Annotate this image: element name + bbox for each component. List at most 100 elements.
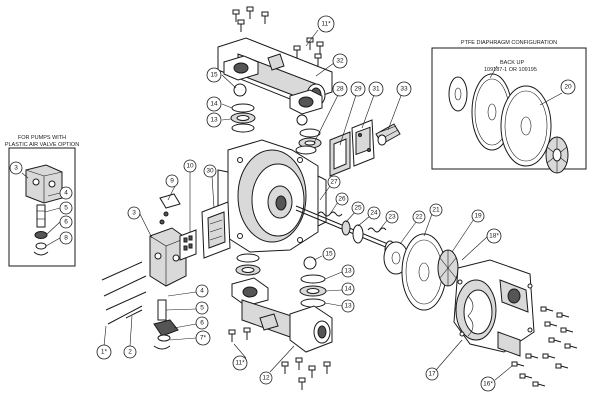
callout-4-inset: 4 xyxy=(59,186,73,200)
svg-text:23: 23 xyxy=(388,214,396,221)
callout-1s: 1* xyxy=(96,344,112,360)
callout-17: 17 xyxy=(425,367,439,381)
svg-text:26: 26 xyxy=(338,196,346,203)
svg-text:16*: 16* xyxy=(483,381,493,388)
center-section xyxy=(217,139,327,253)
pin xyxy=(125,309,143,319)
bolt xyxy=(281,361,289,374)
cap xyxy=(153,319,179,337)
bolt xyxy=(525,353,539,359)
o-ring xyxy=(300,274,326,284)
lower-seat-stack xyxy=(299,256,327,308)
inset-cap xyxy=(34,231,48,239)
top-bolts xyxy=(232,6,324,66)
inset-air-valve-edges xyxy=(25,169,63,203)
svg-text:17: 17 xyxy=(428,371,436,378)
svg-text:20: 20 xyxy=(564,84,572,91)
svg-text:6: 6 xyxy=(64,219,68,226)
callout-11s-bot: 11* xyxy=(232,355,248,371)
ptfe-diaphragm-inset: PTFE DIAPHRAGM CONFIGURATION BACK UP 109… xyxy=(431,40,587,174)
callout-25: 25 xyxy=(351,201,365,215)
bolt xyxy=(306,37,314,50)
tie-rod xyxy=(103,275,147,297)
check-ball xyxy=(303,256,317,270)
svg-text:31: 31 xyxy=(372,86,380,93)
tie-rod xyxy=(107,305,143,325)
bolt xyxy=(232,9,240,22)
callout-33: 33 xyxy=(396,81,412,97)
spool xyxy=(157,299,167,321)
bolt xyxy=(519,373,533,379)
bolt xyxy=(548,337,562,343)
o-ring xyxy=(300,298,326,308)
bottom-bolts xyxy=(228,327,331,390)
callout-18s: 18* xyxy=(486,228,502,244)
callout-24: 24 xyxy=(367,206,381,220)
svg-text:5: 5 xyxy=(200,305,204,312)
inset-valve-port-2 xyxy=(48,180,56,188)
bolt xyxy=(556,312,570,318)
callout-4-main: 4 xyxy=(195,284,209,298)
callout-22: 22 xyxy=(412,210,426,224)
o-ring-28 xyxy=(295,145,317,155)
callout-28: 28 xyxy=(332,81,348,97)
o-ring xyxy=(299,128,321,138)
inset-left-line2: PLASTIC AIR VALVE OPTION xyxy=(5,142,79,148)
svg-text:4: 4 xyxy=(64,190,68,197)
bolt xyxy=(323,361,331,374)
inset-valve-port-1 xyxy=(32,178,40,186)
svg-text:14: 14 xyxy=(210,101,218,108)
inset-left-line1: FOR PUMPS WITH xyxy=(18,135,66,141)
callout-31: 31 xyxy=(368,81,384,97)
callout-3-inset: 3 xyxy=(9,161,23,175)
bottom-manifold xyxy=(231,277,333,353)
bolt xyxy=(511,361,525,367)
callout-27: 27 xyxy=(327,175,341,189)
inset-right-title: PTFE DIAPHRAGM CONFIGURATION xyxy=(461,40,557,46)
callout-29: 29 xyxy=(350,81,366,97)
bolt xyxy=(243,327,251,340)
svg-text:3: 3 xyxy=(132,210,136,217)
gasket-10 xyxy=(179,229,197,261)
svg-text:11*: 11* xyxy=(321,21,331,28)
bolt xyxy=(228,329,236,342)
svg-text:15: 15 xyxy=(210,72,218,79)
lower-spool-stack xyxy=(153,299,179,350)
svg-text:10: 10 xyxy=(186,163,194,170)
svg-text:15: 15 xyxy=(325,251,333,258)
callout-19: 19 xyxy=(471,209,485,223)
lower-left-seat-stack xyxy=(235,253,261,276)
callout-21: 21 xyxy=(429,203,443,217)
svg-text:25: 25 xyxy=(354,205,362,212)
air-valve-main xyxy=(149,193,231,287)
spring-23 xyxy=(367,227,387,233)
air-valve-body xyxy=(149,227,187,287)
callout-15-top: 15 xyxy=(206,67,222,83)
bolt xyxy=(246,6,254,19)
svg-text:11*: 11* xyxy=(235,360,245,367)
inset-frame-right xyxy=(431,47,587,170)
bolt xyxy=(261,11,269,24)
air-valve-cap xyxy=(159,193,181,209)
svg-text:22: 22 xyxy=(415,214,423,221)
svg-text:19: 19 xyxy=(474,213,482,220)
inset-ptfe-diaphragm xyxy=(500,85,552,167)
bushing-25 xyxy=(341,220,351,236)
svg-text:5: 5 xyxy=(64,205,68,212)
leader-lines xyxy=(103,29,513,381)
svg-text:33: 33 xyxy=(400,86,408,93)
check-ball xyxy=(296,114,308,126)
callout-12: 12 xyxy=(259,371,273,385)
callout-11s-top: 11* xyxy=(317,15,335,33)
callout-3-main: 3 xyxy=(127,206,141,220)
bolt xyxy=(314,53,322,66)
manifold-foot xyxy=(259,313,279,331)
seal-24 xyxy=(352,224,364,244)
callout-16s: 16* xyxy=(480,376,496,392)
upper-left-seat-stack xyxy=(230,83,256,133)
svg-text:3: 3 xyxy=(14,165,18,172)
callout-32: 32 xyxy=(332,53,348,69)
callout-14-top: 14 xyxy=(206,96,222,112)
svg-text:4: 4 xyxy=(200,288,204,295)
bolt xyxy=(555,363,569,369)
